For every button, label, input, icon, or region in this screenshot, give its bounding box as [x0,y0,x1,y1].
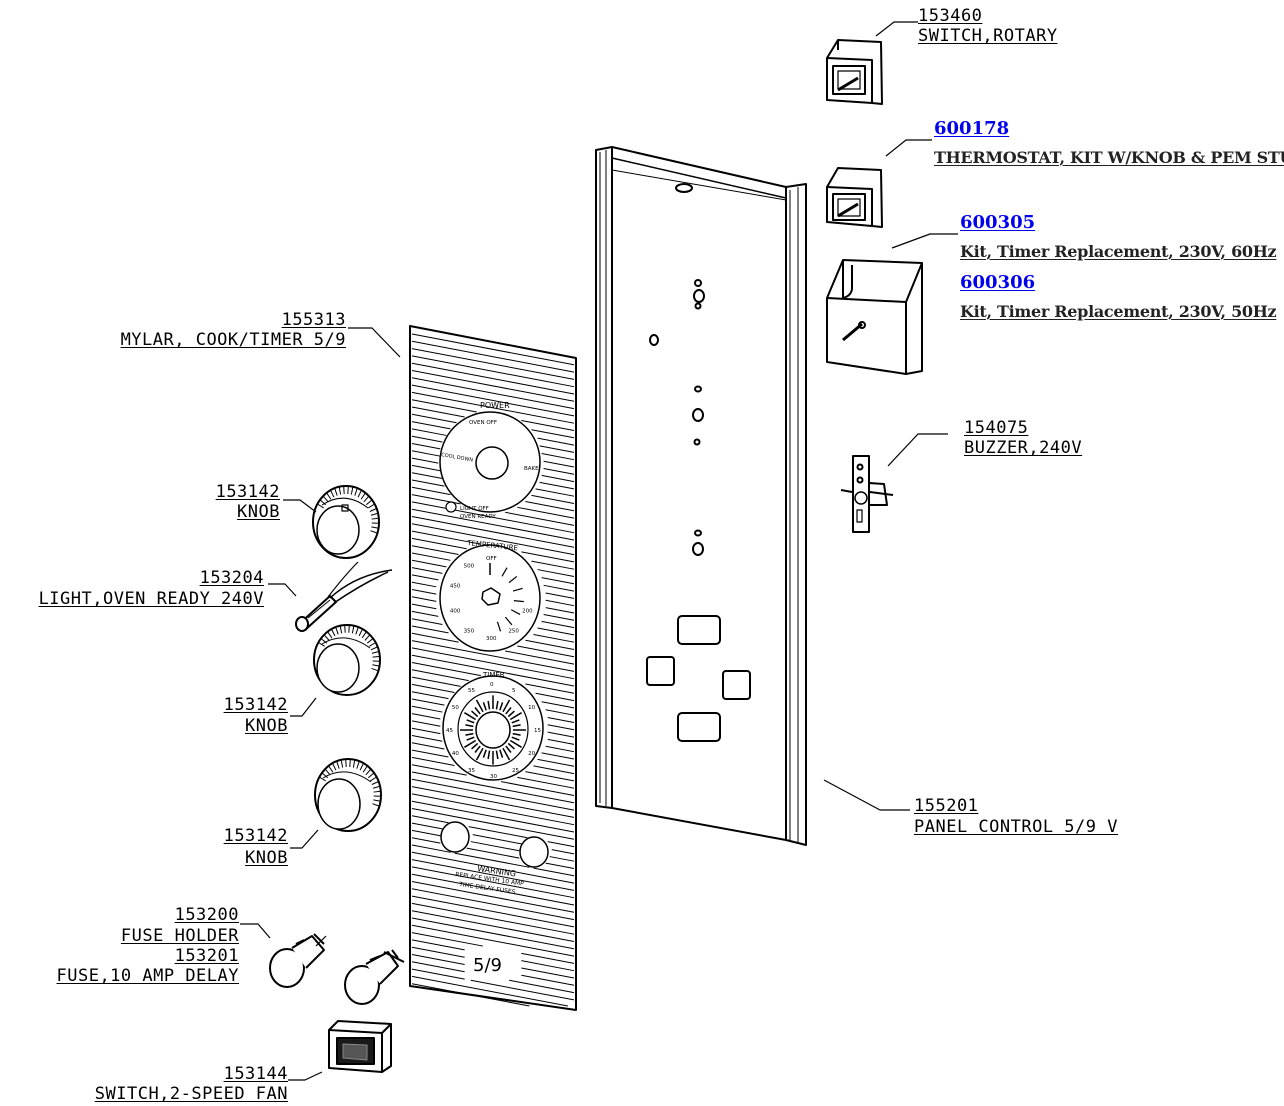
switch-rotary-part-number: 153460 [918,6,983,26]
timer-60hz-part-link[interactable]: 600305 [960,212,1036,233]
fan-switch-drawing [328,1020,392,1073]
knob-2-description: KNOB [245,716,288,736]
timer-50hz-description: Kit, Timer Replacement, 230V, 50Hz [960,302,1277,321]
timer-dial-label: 30 [490,774,497,780]
knob-drawing-2 [313,624,381,696]
switch-rotary-description: SWITCH,ROTARY [918,26,1058,46]
light-description: LIGHT,OVEN READY 240V [38,589,264,609]
timer-dial-label: 25 [512,768,519,774]
timer-dial-label: 5 [512,688,516,694]
timer-60hz-description: Kit, Timer Replacement, 230V, 60Hz [960,242,1277,261]
light-part-number: 153204 [199,568,264,588]
timer-dial-label: 55 [468,688,475,694]
timer-dial-label: 20 [528,751,535,757]
fuse-part-number: 153201 [174,946,239,966]
thermostat-description: THERMOSTAT, KIT W/KNOB & PEM STUD [934,148,1284,167]
mylar-part-number: 155313 [281,310,346,330]
temperature-dial-label: 200 [522,608,533,614]
fan-switch-description: SWITCH,2-SPEED FAN [94,1084,288,1104]
mylar-description: MYLAR, COOK/TIMER 5/9 [120,330,346,350]
oven-light-drawing [295,561,393,632]
mylar-oven-ready-label: OVEN READY [460,514,496,520]
mylar-power-label: POWER [480,401,510,410]
timer-dial-label: 40 [452,751,459,757]
timer-dial-label: 35 [468,768,475,774]
fuse-description: FUSE,10 AMP DELAY [56,966,239,986]
temperature-dial-label: 400 [450,608,461,614]
temperature-dial-label: 500 [464,564,475,570]
mylar-oven-off-label: OVEN OFF [469,420,497,426]
mylar-overlay-drawing [409,325,577,1011]
knob-1-description: KNOB [237,502,280,522]
knob-3-part-number: 153142 [223,826,288,846]
fan-switch-part-number: 153144 [223,1064,288,1084]
panel-description: PANEL CONTROL 5/9 V [914,817,1118,837]
mylar-light-off-label: LIGHT OFF [460,506,489,512]
panel-part-number: 155201 [914,796,979,816]
mylar-model-label: 5/9 [473,955,502,976]
control-panel-drawing [595,146,807,846]
fuse-holder-description: FUSE HOLDER [120,926,239,946]
temperature-dial-label: 350 [464,628,475,634]
knob-1-part-number: 153142 [215,482,280,502]
temperature-dial-label: 300 [486,636,497,642]
fuse-holder-part-number: 153200 [174,905,239,925]
thermostat-part-link[interactable]: 600178 [934,118,1010,139]
fuse-holder-drawing-1 [269,933,327,988]
knob-3-description: KNOB [245,848,288,868]
knob-2-part-number: 153142 [223,695,288,715]
timer-drawing [826,259,923,375]
timer-50hz-part-link[interactable]: 600306 [960,272,1036,293]
mylar-printed-text: POWER OVEN OFF COOL DOWN BAKE LIGHT OFF … [441,401,542,976]
temperature-dial-label: 250 [508,628,519,634]
fuse-holder-drawing-2 [344,949,405,1005]
leader-lines [240,21,958,1081]
buzzer-drawing [840,455,894,533]
timer-dial-label: 50 [452,705,459,711]
buzzer-description: BUZZER,240V [964,438,1083,458]
temperature-dial-label: 450 [450,584,461,590]
mylar-cool-label: COOL DOWN [441,452,474,464]
mylar-timer-label: TIMER [482,671,505,679]
mylar-bake-label: BAKE [524,466,539,472]
rotary-switch-drawing [826,39,883,105]
timer-dial-label: 45 [446,728,453,734]
timer-dial-label: 0 [490,682,494,688]
buzzer-part-number: 154075 [964,418,1029,438]
thermostat-drawing [826,167,883,228]
timer-dial-label: 10 [528,705,535,711]
knob-drawing-1 [312,485,380,559]
timer-dial-label: 15 [534,728,541,734]
knob-drawing-3 [314,758,382,832]
temperature-dial-label: OFF [486,556,497,562]
